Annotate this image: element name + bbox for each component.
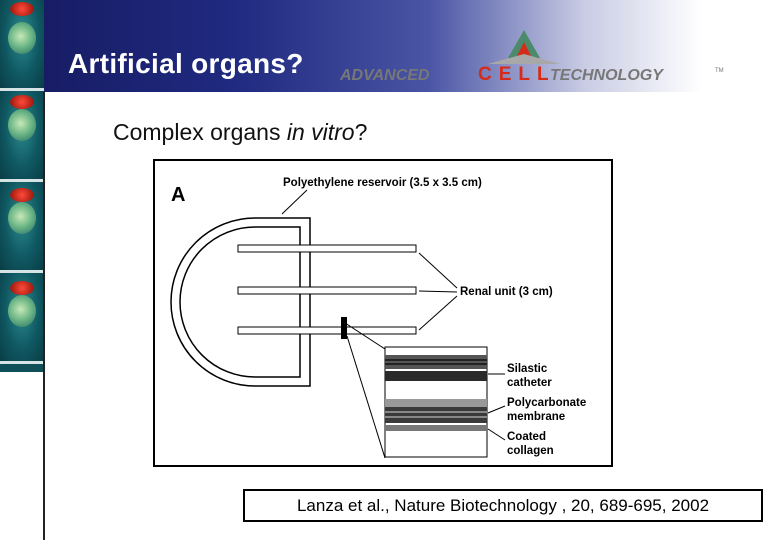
reservoir-label: Polyethylene reservoir (3.5 x 3.5 cm) [283, 177, 482, 189]
citation-box: Lanza et al., Nature Biotechnology , 20,… [243, 489, 763, 522]
cell-nucleus [10, 2, 34, 16]
zoom-line [347, 336, 385, 458]
zoom-line [342, 321, 385, 349]
subtitle-text: Complex organs [113, 119, 287, 145]
layer-pointer [488, 429, 505, 440]
renal-pointer [419, 291, 457, 292]
renal-unit-label: Renal unit (3 cm) [460, 286, 553, 298]
layer-label: Silastic [507, 363, 548, 375]
cell-image [8, 22, 36, 54]
layer-label: catheter [507, 377, 552, 389]
renal-pointer [419, 253, 457, 288]
layer-label: collagen [507, 445, 554, 457]
panel-label: A [171, 184, 185, 206]
cell-nucleus [10, 188, 34, 202]
cell-panel [0, 91, 44, 182]
logo-mark [488, 54, 560, 64]
renal-pointer [419, 296, 457, 330]
layer-label: Coated [507, 431, 546, 443]
reservoir-outline [171, 218, 310, 386]
cell-image [8, 295, 36, 327]
cell-image [8, 109, 36, 141]
cell-nucleus [10, 281, 34, 295]
cell-panel [0, 0, 44, 91]
slide-title: Artificial organs? [68, 48, 304, 80]
logo-word-cell: CELL [478, 64, 556, 85]
logo-word-advanced: ADVANCED [339, 67, 430, 84]
cell-panel [0, 182, 44, 273]
layer-label: membrane [507, 411, 565, 423]
zoom-marker [341, 317, 347, 339]
renal-tube [238, 245, 416, 252]
logo-word-technology: TECHNOLOGY [550, 67, 664, 84]
layer-pointer [488, 406, 505, 413]
renal-tube [238, 327, 416, 334]
device-figure: A Polyethylene reservoir (3.5 x 3.5 cm) … [153, 159, 613, 467]
reservoir-pointer [282, 190, 307, 214]
cell-nucleus [10, 95, 34, 109]
subtitle-italic: in vitro [287, 119, 355, 145]
device-schematic: A Polyethylene reservoir (3.5 x 3.5 cm) … [155, 161, 611, 465]
subtitle-end: ? [355, 119, 368, 145]
cell-image-strip [0, 0, 44, 372]
company-logo: ADVANCED CELL TECHNOLOGY TM [338, 28, 738, 86]
divider-line [43, 92, 45, 540]
layer-label: Polycarbonate [507, 397, 586, 409]
cell-image [8, 202, 36, 234]
logo-trademark: TM [715, 68, 724, 74]
cell-panel [0, 273, 44, 364]
slide-subtitle: Complex organs in vitro? [113, 119, 367, 146]
membrane-cross-section [385, 347, 487, 457]
renal-tube [238, 287, 416, 294]
